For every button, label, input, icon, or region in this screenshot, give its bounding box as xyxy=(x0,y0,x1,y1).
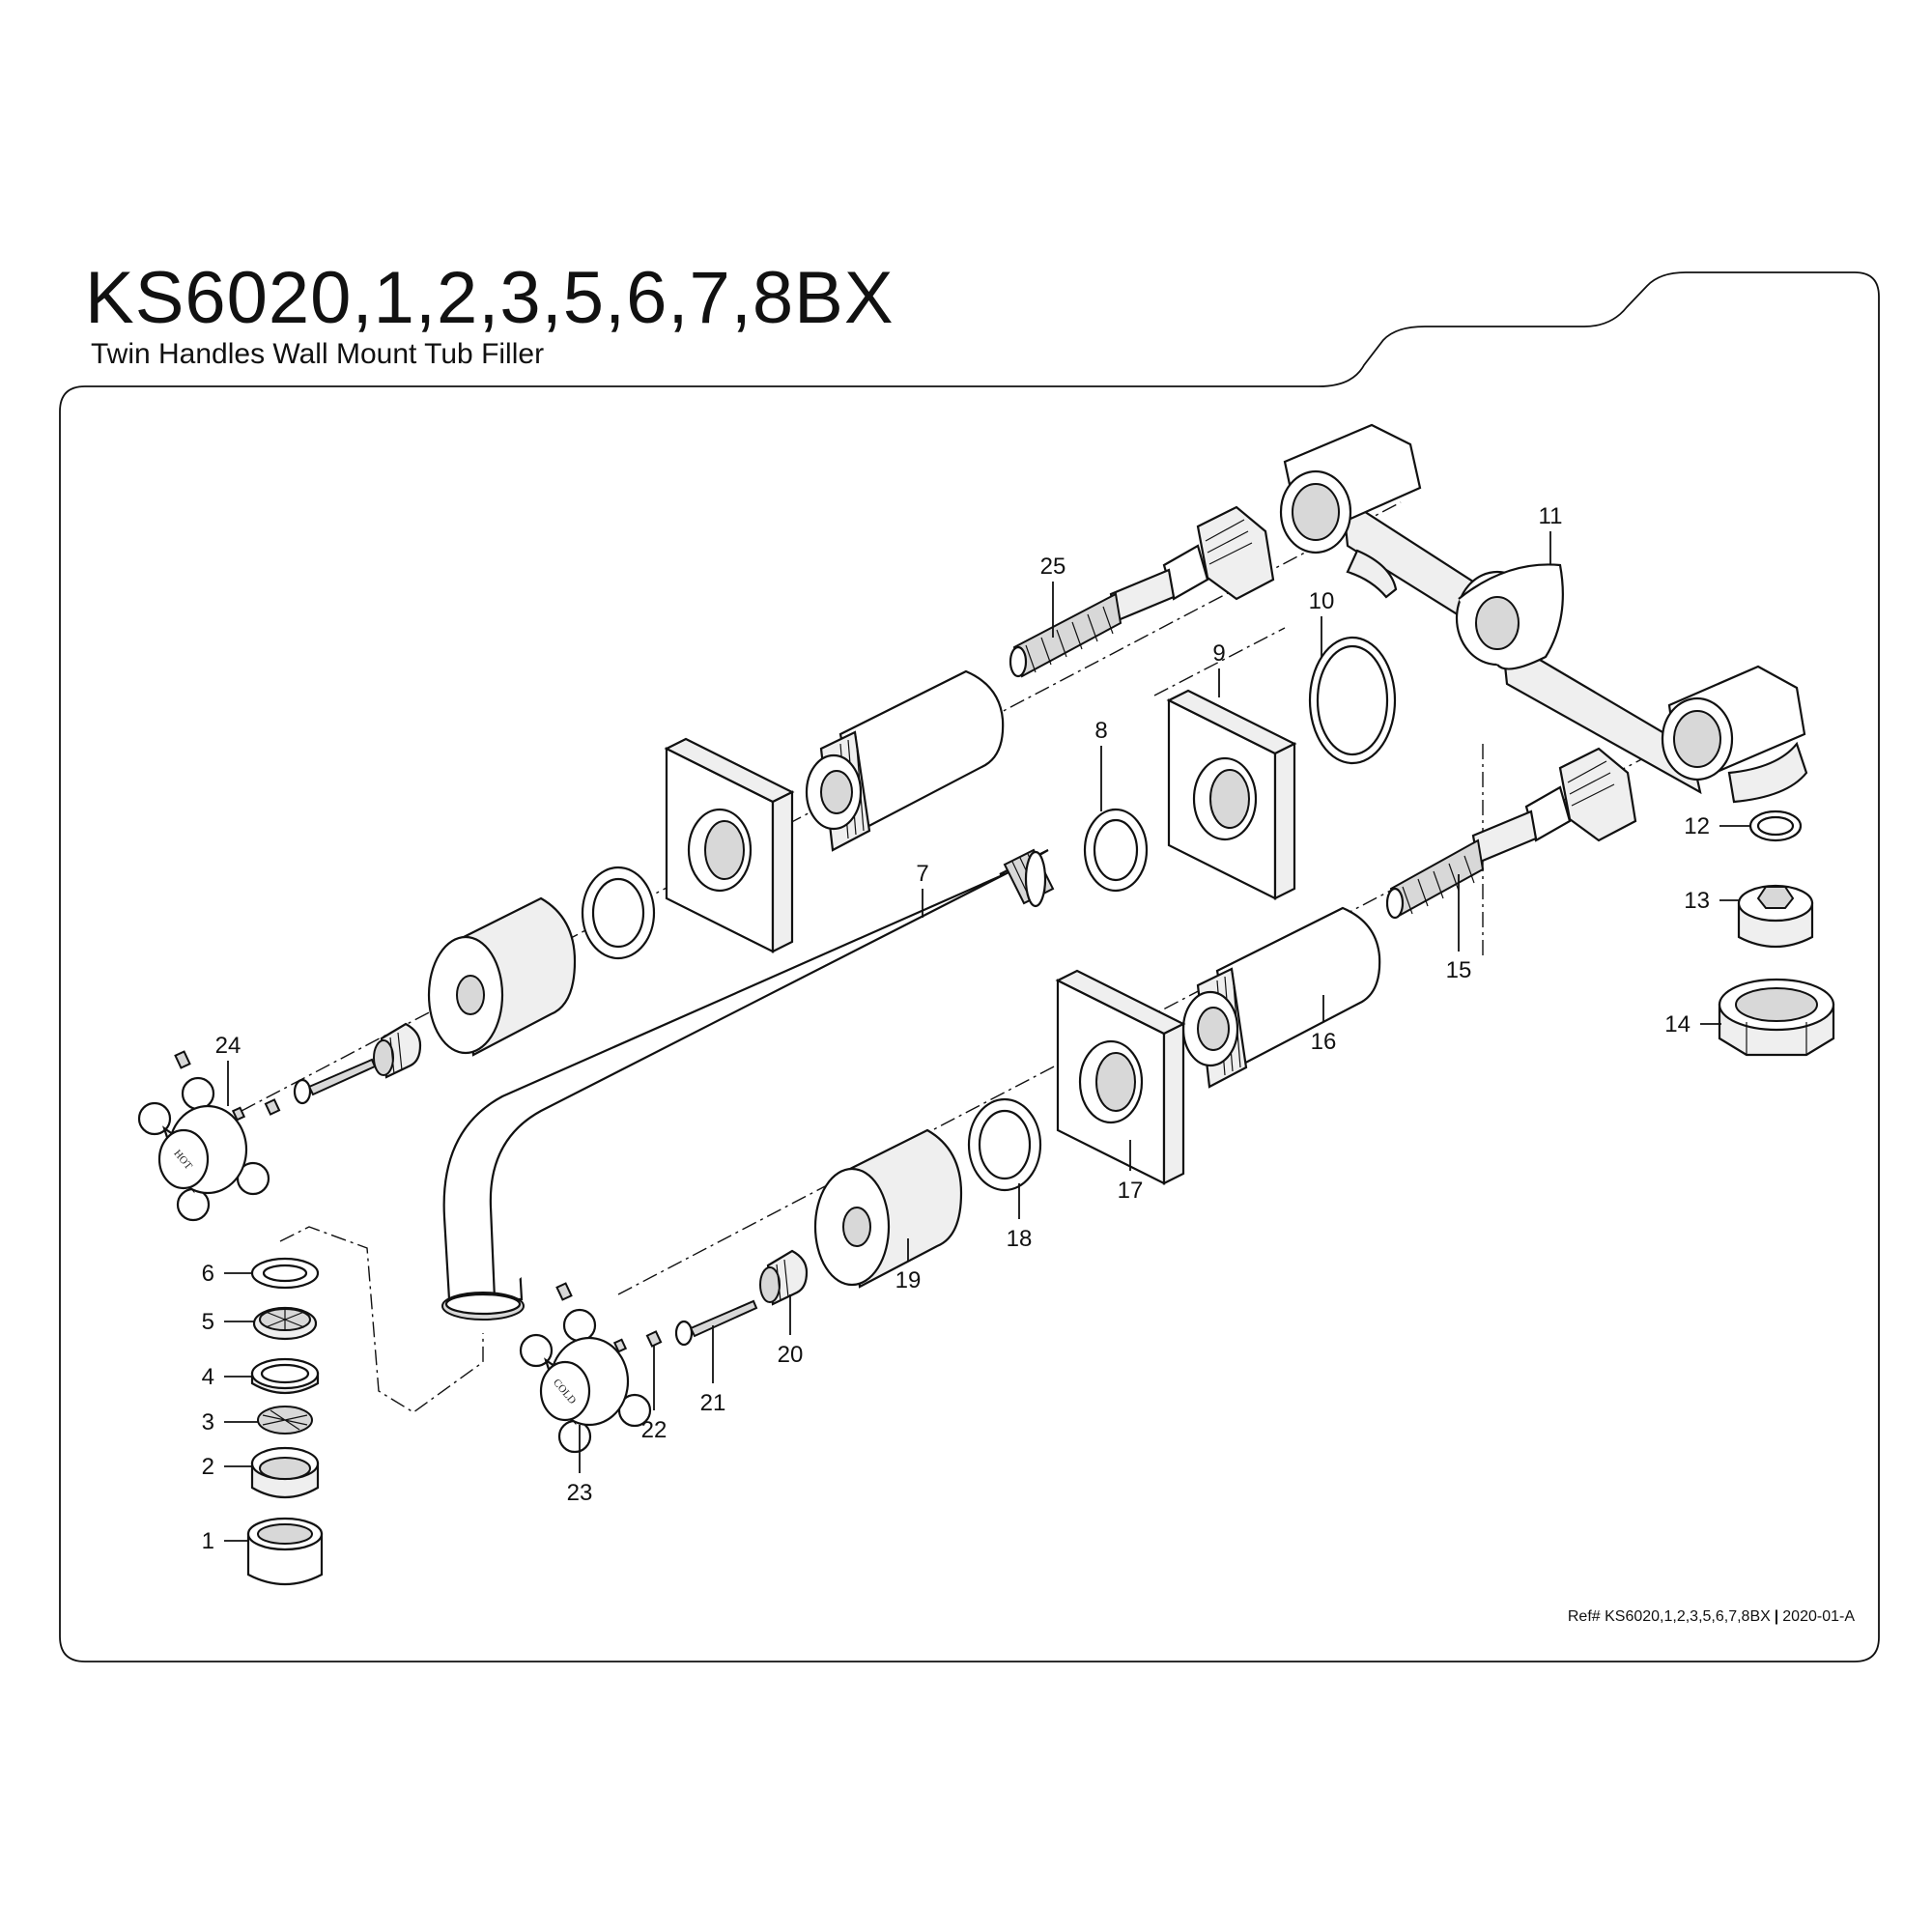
callout-1: 1 xyxy=(202,1528,248,1554)
callout-5: 5 xyxy=(202,1309,254,1335)
callout-22: 22 xyxy=(641,1345,668,1443)
callout-18: 18 xyxy=(1007,1183,1033,1252)
callout-22-number: 22 xyxy=(641,1417,668,1443)
callout-12-number: 12 xyxy=(1684,813,1710,839)
callout-17: 17 xyxy=(1118,1140,1144,1204)
callout-21: 21 xyxy=(700,1325,726,1416)
callout-16-number: 16 xyxy=(1311,1029,1337,1055)
reference-separator: | xyxy=(1774,1608,1779,1625)
callout-6-number: 6 xyxy=(202,1261,214,1287)
callout-3-number: 3 xyxy=(202,1409,214,1435)
callout-2-number: 2 xyxy=(202,1454,214,1480)
callout-3: 3 xyxy=(202,1409,258,1435)
part-hot-square-flange xyxy=(664,737,795,953)
callout-23: 23 xyxy=(567,1425,593,1506)
callout-25: 25 xyxy=(1040,554,1066,638)
callout-4-number: 4 xyxy=(202,1364,214,1390)
callout-4: 4 xyxy=(202,1364,252,1390)
callout-14-number: 14 xyxy=(1664,1011,1690,1037)
reference-number: Ref# KS6020,1,2,3,5,6,7,8BX xyxy=(1567,1608,1771,1625)
part-cold-flange-o-ring xyxy=(967,1097,1042,1192)
callout-7: 7 xyxy=(916,861,929,918)
callout-15: 15 xyxy=(1446,874,1472,983)
part-body-o-ring xyxy=(1308,636,1397,765)
part-supply-nut xyxy=(1718,978,1835,1057)
part-spout-square-flange xyxy=(1166,689,1297,900)
part-aerator-ring xyxy=(250,1357,320,1394)
callout-1-number: 1 xyxy=(202,1528,214,1554)
callout-23-number: 23 xyxy=(567,1480,593,1506)
part-hot-handle-screw xyxy=(293,1058,377,1105)
part-hot-cartridge xyxy=(1009,505,1275,678)
callout-9-number: 9 xyxy=(1212,640,1225,667)
callout-11: 11 xyxy=(1539,503,1563,565)
page-title: KS6020,1,2,3,5,6,7,8BX xyxy=(85,257,895,339)
callout-2: 2 xyxy=(202,1454,252,1480)
callout-19-number: 19 xyxy=(895,1267,922,1293)
callout-25-number: 25 xyxy=(1040,554,1066,580)
page-subtitle: Twin Handles Wall Mount Tub Filler xyxy=(91,338,545,370)
callout-18-number: 18 xyxy=(1007,1226,1033,1252)
part-aerator-cap xyxy=(246,1517,324,1586)
part-supply-washer xyxy=(1748,810,1803,842)
part-hot-extension-sleeve xyxy=(805,669,1005,852)
part-spout-washer xyxy=(1083,808,1149,893)
part-hot-handle-sleeve xyxy=(427,896,577,1057)
callout-14: 14 xyxy=(1664,1011,1721,1037)
callout-11-number: 11 xyxy=(1539,503,1563,529)
callout-9: 9 xyxy=(1212,640,1226,697)
part-tub-spout xyxy=(441,848,1055,1321)
callout-24-number: 24 xyxy=(215,1033,242,1059)
part-cold-handle-adapter xyxy=(759,1249,809,1306)
callout-6: 6 xyxy=(202,1261,252,1287)
part-cold-square-flange xyxy=(1055,969,1186,1185)
diagram-frame xyxy=(59,271,1880,1662)
part-hot-flange-o-ring xyxy=(581,866,656,960)
callout-24: 24 xyxy=(215,1033,242,1106)
callout-16: 16 xyxy=(1311,995,1337,1055)
part-cold-set-screws xyxy=(555,1282,663,1353)
callout-10: 10 xyxy=(1309,588,1335,657)
callout-13-number: 13 xyxy=(1684,888,1710,914)
part-hot-handle-adapter xyxy=(373,1022,422,1079)
part-hot-cross-handle: HOT xyxy=(137,1076,270,1222)
callout-20-number: 20 xyxy=(778,1342,804,1368)
callout-8-number: 8 xyxy=(1094,718,1107,744)
part-rough-valve-body xyxy=(1279,423,1808,804)
part-cold-cross-handle: COLD xyxy=(519,1308,652,1454)
part-cold-handle-screw xyxy=(674,1299,758,1347)
callout-10-number: 10 xyxy=(1309,588,1335,614)
part-cold-cartridge xyxy=(1385,747,1637,920)
part-supply-adapter xyxy=(1737,884,1814,949)
part-cold-handle-sleeve xyxy=(813,1128,963,1289)
callout-5-number: 5 xyxy=(202,1309,214,1335)
callout-21-number: 21 xyxy=(700,1390,726,1416)
callout-17-number: 17 xyxy=(1118,1178,1144,1204)
callout-19: 19 xyxy=(895,1238,922,1293)
callout-12: 12 xyxy=(1684,813,1750,839)
part-aerator-gasket xyxy=(250,1257,320,1290)
revision-code: 2020-01-A xyxy=(1782,1608,1855,1625)
part-aerator-insert xyxy=(252,1306,318,1341)
callout-13: 13 xyxy=(1684,888,1739,914)
callout-8: 8 xyxy=(1094,718,1108,811)
reference-footer: Ref# KS6020,1,2,3,5,6,7,8BX|2020-01-A xyxy=(1568,1608,1855,1626)
callout-15-number: 15 xyxy=(1446,957,1472,983)
part-aerator-housing xyxy=(250,1446,320,1498)
callout-20: 20 xyxy=(778,1294,804,1368)
callout-7-number: 7 xyxy=(916,861,928,887)
part-aerator-screen xyxy=(257,1406,313,1435)
part-cold-extension-sleeve xyxy=(1181,906,1381,1089)
part-hot-set-screws xyxy=(174,1050,281,1122)
